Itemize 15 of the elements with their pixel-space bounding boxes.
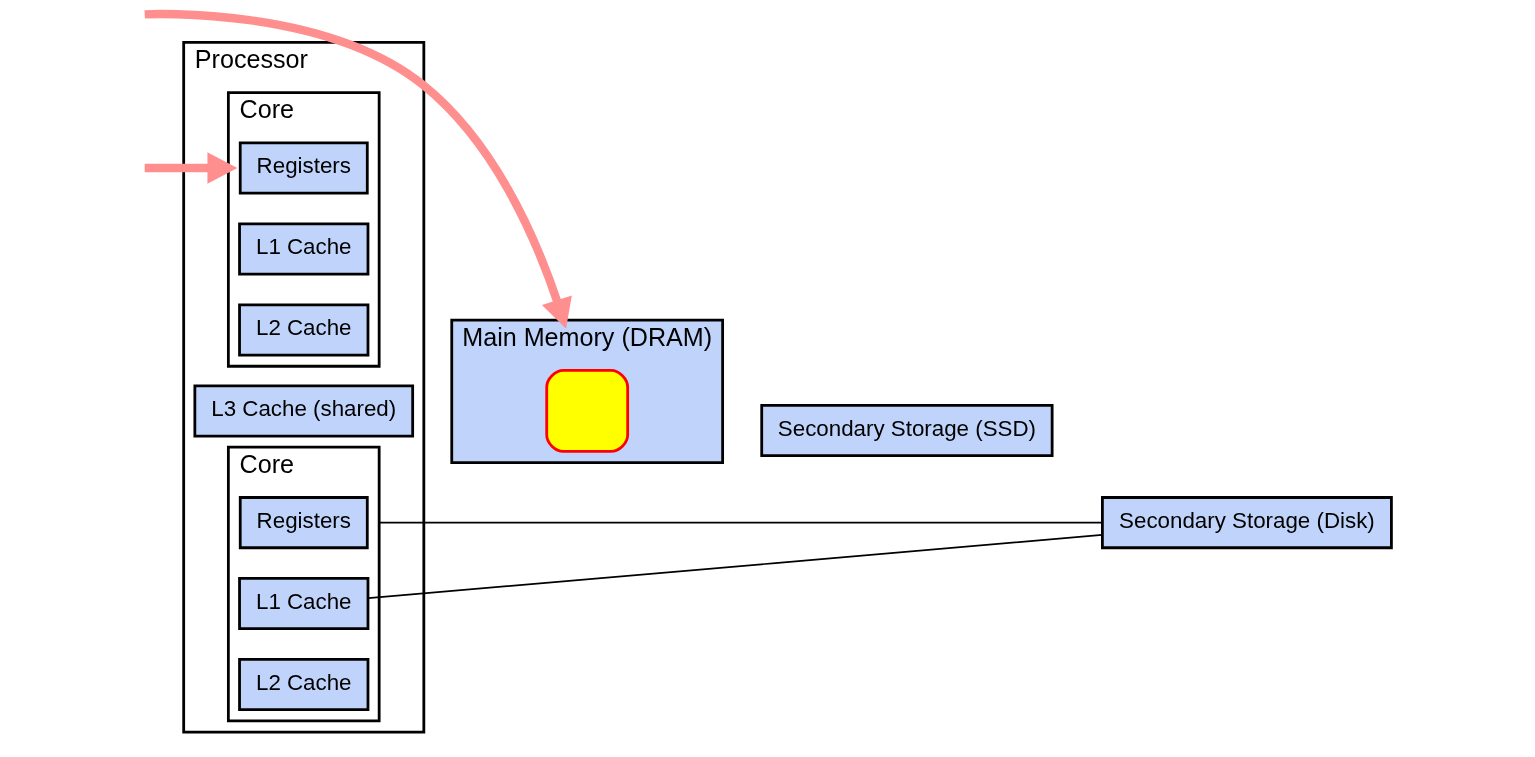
node-box: L2 Cache [238,658,370,712]
connector [367,534,1103,599]
node-box: Secondary Storage (Disk) [1101,496,1393,550]
node-box: Registers [238,141,369,195]
arrow [144,152,238,184]
node-box [545,369,630,453]
node-box: L1 Cache [238,577,370,631]
node-box: L2 Cache [238,303,370,357]
node-box: Registers [238,496,369,550]
connector [378,521,1104,524]
node-box: L3 Cache (shared) [193,384,415,438]
node-box: L1 Cache [238,222,370,276]
node-box: Secondary Storage (SSD) [760,403,1054,457]
arrow [144,9,572,329]
cluster: Main Memory (DRAM) [450,318,725,464]
